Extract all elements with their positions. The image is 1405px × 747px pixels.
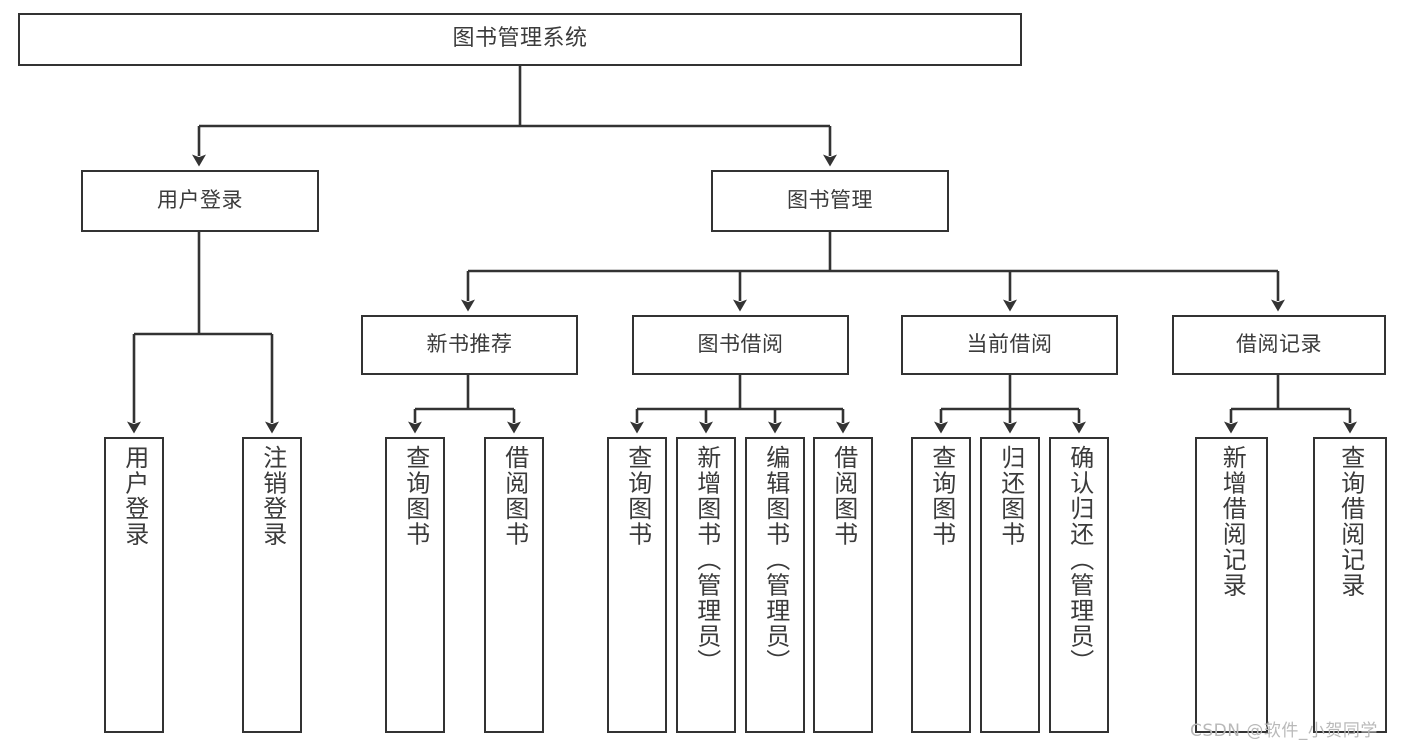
node-leaf-user-login[interactable]: 用户登录 xyxy=(104,437,164,733)
node-label: 查询借阅记录 xyxy=(1336,445,1365,598)
node-label: 图书管理 xyxy=(787,188,873,213)
node-label: 用户登录 xyxy=(157,188,243,213)
node-user-login[interactable]: 用户登录 xyxy=(81,170,319,232)
node-leaf-borrow-book-new-rec[interactable]: 借阅图书 xyxy=(484,437,544,733)
node-leaf-logout[interactable]: 注销登录 xyxy=(242,437,302,733)
node-leaf-query-book-borrow[interactable]: 查询图书 xyxy=(607,437,667,733)
node-label: 编辑图书（管理员） xyxy=(761,445,790,675)
node-label: 图书管理系统 xyxy=(452,26,588,52)
node-new-book-recommendation[interactable]: 新书推荐 xyxy=(361,315,578,375)
node-borrow-records[interactable]: 借阅记录 xyxy=(1172,315,1386,375)
csdn-watermark: CSDN @软件_小贺同学 xyxy=(1190,721,1378,741)
node-book-borrowing[interactable]: 图书借阅 xyxy=(632,315,849,375)
node-leaf-return-book[interactable]: 归还图书 xyxy=(980,437,1040,733)
node-label: 查询图书 xyxy=(927,445,956,547)
node-label: 查询图书 xyxy=(401,445,430,547)
node-label: 确认归还（管理员） xyxy=(1065,445,1094,675)
node-label: 注销登录 xyxy=(258,445,287,547)
node-label: 查询图书 xyxy=(623,445,652,547)
node-leaf-query-borrow-record[interactable]: 查询借阅记录 xyxy=(1313,437,1387,733)
node-label: 图书借阅 xyxy=(697,332,784,357)
node-label: 新增借阅记录 xyxy=(1218,445,1247,598)
node-root-book-management-system[interactable]: 图书管理系统 xyxy=(18,13,1022,66)
node-leaf-query-book-current[interactable]: 查询图书 xyxy=(911,437,971,733)
node-leaf-borrow-book[interactable]: 借阅图书 xyxy=(813,437,873,733)
node-label: 当前借阅 xyxy=(966,332,1053,357)
node-label: 归还图书 xyxy=(996,445,1025,547)
node-label: 借阅图书 xyxy=(500,445,529,547)
node-label: 用户登录 xyxy=(120,445,149,547)
node-book-management[interactable]: 图书管理 xyxy=(711,170,949,232)
node-label: 新书推荐 xyxy=(426,332,513,357)
node-label: 新增图书（管理员） xyxy=(692,445,721,675)
node-current-borrowing[interactable]: 当前借阅 xyxy=(901,315,1118,375)
node-label: 借阅图书 xyxy=(829,445,858,547)
node-leaf-confirm-return-admin[interactable]: 确认归还（管理员） xyxy=(1049,437,1109,733)
node-leaf-query-book-new-rec[interactable]: 查询图书 xyxy=(385,437,445,733)
node-leaf-edit-book-admin[interactable]: 编辑图书（管理员） xyxy=(745,437,805,733)
node-leaf-add-book-admin[interactable]: 新增图书（管理员） xyxy=(676,437,736,733)
node-label: 借阅记录 xyxy=(1236,332,1322,357)
node-leaf-add-borrow-record[interactable]: 新增借阅记录 xyxy=(1195,437,1268,733)
